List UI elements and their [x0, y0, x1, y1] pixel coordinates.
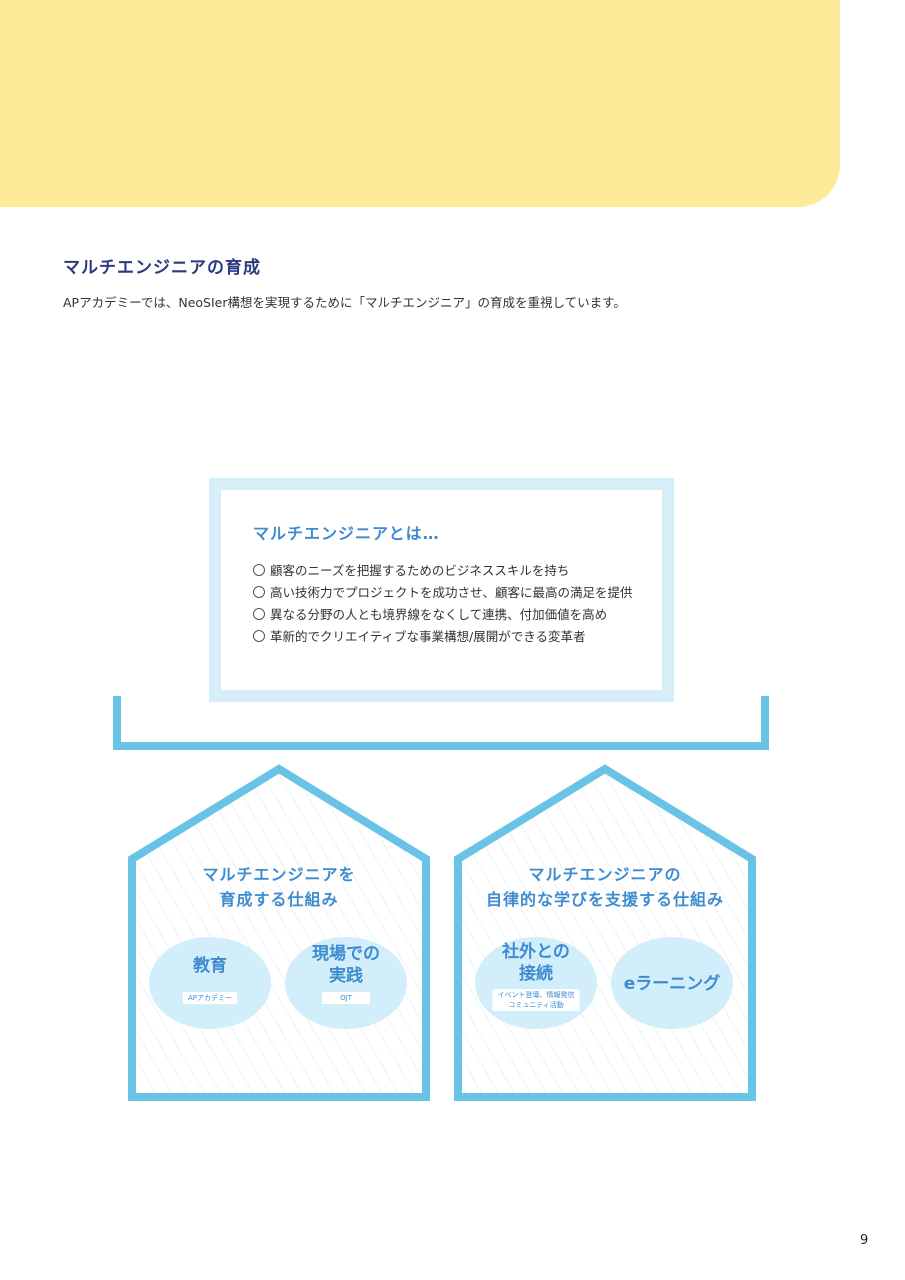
page-number: 9 [860, 1233, 869, 1248]
house-title: マルチエンジニアを 育成する仕組み [202, 865, 356, 909]
connector-bracket [113, 696, 769, 750]
definition-title: マルチエンジニアとは… [253, 524, 440, 543]
definition-item: 異なる分野の人とも境界線をなくして連携、付加価値を高め [253, 604, 662, 626]
bubble-external-connection: 社外との 接続 イベント登壇、情報発信 コミュニティ活動 [475, 937, 597, 1029]
bubble-on-site-practice: 現場での 実践 OJT [285, 937, 407, 1029]
house-training-system: マルチエンジニアを 育成する仕組み 教育 APアカデミー 現場での 実践 OJT [127, 764, 431, 1102]
circle-bullet-icon [253, 630, 265, 642]
circle-bullet-icon [253, 608, 265, 620]
bubble-e-learning: eラーニング [611, 937, 733, 1029]
top-banner [0, 0, 840, 207]
definition-item: 高い技術力でプロジェクトを成功させ、顧客に最高の満足を提供 [253, 582, 662, 604]
definition-item: 顧客のニーズを把握するためのビジネススキルを持ち [253, 560, 662, 582]
house-outline-icon [454, 764, 756, 1101]
definition-inner: マルチエンジニアとは… 顧客のニーズを把握するためのビジネススキルを持ち 高い技… [221, 490, 662, 690]
bubble-education: 教育 APアカデミー [149, 937, 271, 1029]
bubble-tag: APアカデミー [182, 992, 238, 1004]
house-self-learning-system: マルチエンジニアの 自律的な学びを支援する仕組み 社外との 接続 イベント登壇、… [453, 764, 757, 1102]
definition-item: 革新的でクリエイティブな事業構想/展開ができる変革者 [253, 626, 662, 648]
bubble-tag: イベント登壇、情報発信 コミュニティ活動 [492, 989, 580, 1011]
bubble-label: 現場での 実践 [312, 944, 380, 986]
bubble-tag: OJT [322, 992, 370, 1004]
definition-box: マルチエンジニアとは… 顧客のニーズを把握するためのビジネススキルを持ち 高い技… [209, 478, 674, 702]
bubble-label: eラーニング [623, 974, 721, 994]
house-outline-icon [128, 764, 430, 1101]
circle-bullet-icon [253, 564, 265, 576]
intro-text: APアカデミーでは、NeoSIer構想を実現するために「マルチエンジニア」の育成… [63, 295, 626, 310]
circle-bullet-icon [253, 586, 265, 598]
bubble-label: 社外との 接続 [502, 942, 570, 984]
section-title: マルチエンジニアの育成 [63, 258, 261, 278]
bubble-label: 教育 [193, 956, 227, 976]
house-title: マルチエンジニアの 自律的な学びを支援する仕組み [485, 865, 724, 909]
